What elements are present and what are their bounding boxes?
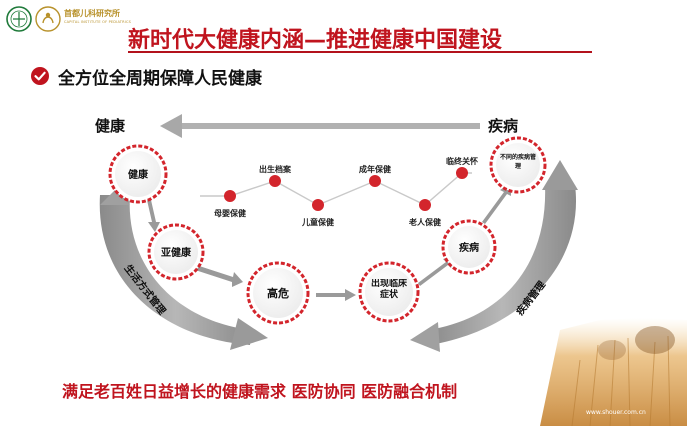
- lifecycle-label-elderly-care: 老人保健: [408, 217, 441, 227]
- stage-label-disease-management-box: 不同的疾病管理: [499, 154, 536, 170]
- stage-label-subhealth: 亚健康: [161, 246, 192, 259]
- stage-node-clinical-symptoms: [358, 261, 420, 323]
- stage-node-subhealth: [147, 223, 205, 281]
- lifecycle-label-child-care: 儿童保健: [301, 217, 334, 227]
- lifecycle-line: [200, 172, 472, 206]
- footer-message: 满足老百姓日益增长的健康需求 医防协同 医防融合机制: [62, 382, 458, 401]
- institute-name: 首都儿科研究所: [64, 9, 120, 18]
- stage-label-high-risk: 高危: [267, 286, 289, 300]
- check-circle-icon: [31, 67, 49, 85]
- disease-management-arrow: [410, 160, 578, 352]
- institute-english-name: CAPITAL INSTITUTE OF PEDIATRICS: [64, 20, 132, 24]
- stage-label-clinical-symptoms: 出现临床症状: [370, 279, 407, 300]
- stage-node-health: [108, 144, 168, 204]
- lifestyle-management-arrow: [99, 190, 268, 350]
- subtitle: 全方位全周期保障人民健康: [58, 69, 262, 89]
- lifecycle-label-birth-record: 出生档案: [259, 164, 292, 174]
- stage-node-disease: [441, 219, 497, 275]
- page-title: 新时代大健康内涵—推进健康中国建设: [128, 28, 503, 53]
- lifecycle-label-adult-care: 成年保健: [359, 164, 391, 174]
- stage-label-disease: 疾病: [459, 241, 479, 254]
- stage-label-health: 健康: [128, 168, 149, 181]
- health-label: 健康: [95, 117, 126, 135]
- lifecycle-dots: [224, 167, 468, 211]
- top-direction-arrow: [160, 114, 480, 138]
- website-credit: www.shouer.com.cn: [586, 409, 646, 416]
- stage-node-disease-management: [489, 136, 547, 194]
- lifecycle-label-hospice: 临终关怀: [446, 156, 478, 166]
- title-underline: [128, 51, 592, 53]
- hospital-seal-logo: [6, 6, 32, 32]
- stage-label-disease-management: 不同的疾病管理: [499, 154, 536, 170]
- lifecycle-label-maternal-infant: 母婴保健: [214, 208, 246, 218]
- disease-label: 疾病: [488, 117, 518, 135]
- institute-logo: [35, 6, 61, 32]
- stage-label-clinical-symptoms-box: 出现临床症状: [370, 279, 407, 300]
- stage-connector-arrows: [147, 183, 511, 301]
- stage-node-high-risk: [246, 261, 310, 325]
